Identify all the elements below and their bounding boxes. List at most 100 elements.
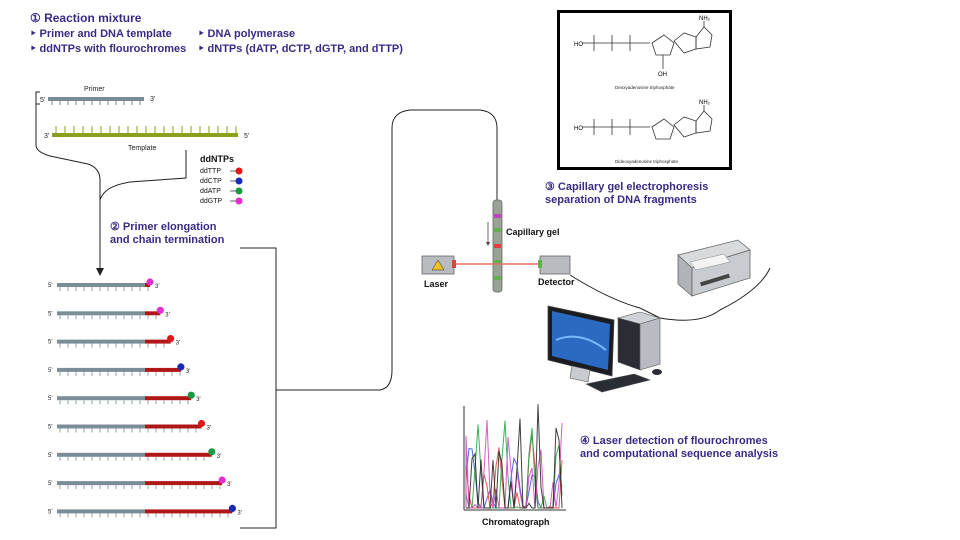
capillary-tube (486, 199, 503, 293)
bullet-dntps: ‣ dNTPs (dATP, dCTP, dGTP, and dTTP) (198, 43, 403, 55)
ddntp-legend-label-ddttp: ddTTP (200, 168, 221, 175)
fragment-3prime: 3' (227, 482, 231, 488)
fragment-5prime: 5' (48, 481, 52, 487)
fragment-3prime: 3' (176, 341, 180, 347)
ho-label-top: HO (574, 42, 583, 48)
nucleotide-structures-svg: HO HO NH₂ NH₂ OH Deoxyadenosine triphosp… (574, 16, 713, 164)
ddntp-legend-label-ddgtp: ddGTP (200, 198, 223, 205)
fragment-ddntp-dot (167, 335, 175, 343)
capillary-label: Capillary gel (506, 227, 560, 237)
step2-line2: and chain termination (110, 234, 225, 246)
computer-tower-icon (616, 311, 662, 371)
fragment-ddntp-dot (187, 391, 195, 399)
step4-line2: and computational sequence analysis (580, 448, 779, 460)
fragment-5prime: 5' (48, 453, 52, 459)
fragment-5prime: 5' (48, 396, 52, 402)
fragment-9: 5' 3' (48, 504, 242, 518)
fragment-ddntp-dot (197, 419, 206, 428)
fragment-ddntp-dot (146, 278, 154, 286)
monitor-icon (547, 305, 615, 383)
fragment-ddntp-dot (228, 504, 236, 512)
fragment-ddntp-dot (208, 448, 216, 456)
detector-label: Detector (538, 277, 575, 287)
chromatograph-trace (466, 404, 563, 509)
fragment-4: 5' 3' (48, 363, 190, 376)
fragment-3prime: 3' (237, 510, 241, 516)
mouse-icon (652, 369, 662, 375)
fragment-primer-segment (57, 481, 145, 486)
fragment-5prime: 5' (48, 283, 52, 289)
keyboard-icon (585, 373, 652, 393)
fragment-6: 5' 3' (48, 419, 211, 433)
primer-label: Primer (84, 86, 105, 93)
primer-3prime: 3' (150, 96, 155, 103)
fragment-3prime: 3' (155, 284, 159, 290)
fragment-primer-segment (57, 509, 145, 514)
fragment-ddntp-dot (156, 306, 164, 314)
oh-label: OH (658, 72, 667, 78)
fragment-3prime: 3' (217, 454, 221, 460)
ddntp-legend-label-ddatp: ddATP (200, 188, 221, 195)
fragment-5prime: 5' (48, 340, 52, 346)
fragment-extension-segment (145, 424, 202, 429)
fragment-3prime: 3' (186, 369, 190, 375)
fragment-extension-segment (145, 339, 171, 344)
detector-device (538, 255, 571, 275)
chromatograph-caption: Chromatograph (482, 517, 550, 527)
bullet-ddntps: ‣ ddNTPs with flourochromes (30, 43, 187, 55)
fragment-primer-segment (57, 452, 145, 457)
fragment-primer-segment (57, 311, 145, 316)
bottom-structure-caption: Dideoxyadenosine triphosphate (615, 159, 679, 164)
fragment-primer-segment (57, 424, 145, 429)
fragment-5prime: 5' (48, 509, 52, 515)
fragment-3prime: 3' (207, 426, 211, 432)
fragment-1: 5' 3' (48, 278, 159, 291)
laser-device (421, 255, 540, 275)
fragment-extension-segment (145, 311, 161, 316)
fragment-5: 5' 3' (48, 391, 201, 405)
fragment-8: 5' 3' (48, 476, 232, 490)
laser-label: Laser (424, 279, 449, 289)
fragment-extension-segment (145, 367, 181, 372)
top-structure-caption: Deoxyadenosine triphosphate (615, 85, 675, 90)
ho-label-bottom: HO (574, 126, 583, 132)
step2-line1: ② Primer elongation (110, 221, 217, 233)
fragment-primer-segment (57, 283, 145, 287)
fragment-extension-segment (145, 452, 212, 457)
template-strand (52, 126, 238, 137)
fragment-extension-segment (145, 481, 223, 486)
fragment-ddntp-dot (177, 363, 185, 371)
flow-lines (35, 91, 771, 529)
ddntp-legend-dot-ddttp (235, 167, 243, 175)
step3-line1: ③ Capillary gel electrophoresis (545, 181, 709, 193)
fragment-5prime: 5' (48, 425, 52, 431)
primer-5prime: 5' (40, 97, 45, 104)
ddntp-legend: ddTTP ddCTP ddATP ddGTP (200, 167, 243, 205)
fragment-extension-segment (145, 283, 150, 287)
fragment-primer-segment (57, 396, 145, 401)
step3-line2: separation of DNA fragments (545, 194, 697, 206)
template-3prime: 3' (44, 133, 49, 140)
step4-line1: ④ Laser detection of flourochromes (580, 435, 768, 447)
fragment-ddntp-dot (218, 476, 226, 484)
fragment-primer-segment (57, 367, 145, 372)
primer-strand (48, 97, 144, 105)
bullet-dna-polymerase: ‣ DNA polymerase (198, 28, 296, 40)
nucleotide-structures-box: HO HO NH₂ NH₂ OH Deoxyadenosine triphosp… (557, 10, 732, 170)
ddntp-legend-label-ddctp: ddCTP (200, 178, 222, 185)
fragment-5prime: 5' (48, 368, 52, 374)
fragment-extension-segment (145, 509, 233, 514)
fragment-3prime: 3' (165, 312, 169, 318)
fragment-ladder: 5' 3' 5' 3' 5' 3' 5' 3' 5' 3' 5' 3' 5' 3' 5' 3' 5' 3' (48, 278, 242, 518)
printer-icon (677, 239, 751, 297)
fragment-3prime: 3' (196, 397, 200, 403)
template-5prime: 5' (244, 133, 249, 140)
fragment-5prime: 5' (48, 311, 52, 317)
ddntps-title: ddNTPs (200, 154, 234, 164)
chromatograph-trace (465, 420, 563, 509)
bullet-primer-template: ‣ Primer and DNA template (30, 28, 172, 40)
nh2-label-bottom: NH₂ (699, 100, 711, 106)
fragment-3: 5' 3' (48, 335, 180, 348)
ddntp-legend-dot-ddatp (235, 187, 243, 195)
